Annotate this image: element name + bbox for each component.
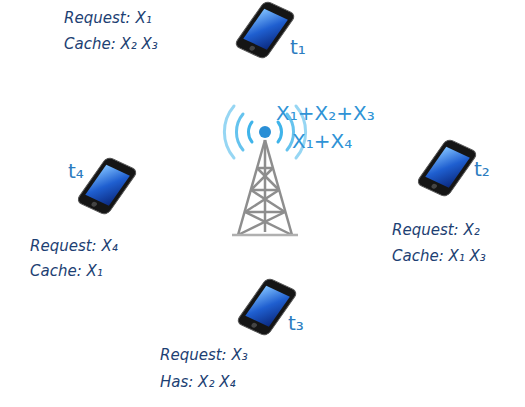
request-text: Request: X₃: [160, 347, 248, 364]
terminal-label: t₃: [288, 312, 304, 334]
request-text: Request: X₂: [392, 222, 480, 239]
has-text: Has: X₂ X₄: [160, 374, 235, 391]
phone-t2: [416, 138, 478, 197]
phone-t4: [76, 156, 138, 215]
cache-text: Cache: X₂ X₃: [64, 36, 158, 53]
cache-text: Cache: X₁: [30, 263, 103, 280]
coded-transmission: X₁+X₄: [292, 130, 352, 152]
coded-transmission: X₁+X₂+X₃: [276, 102, 375, 124]
terminal-label: t₄: [68, 160, 84, 182]
base-station-tower: [232, 140, 298, 235]
terminal-label: t₂: [474, 158, 490, 180]
terminal-label: t₁: [290, 36, 306, 58]
cache-text: Cache: X₁ X₃: [392, 248, 486, 265]
request-text: Request: X₄: [30, 238, 118, 255]
request-text: Request: X₁: [64, 10, 152, 27]
phone-t1: [234, 0, 296, 59]
